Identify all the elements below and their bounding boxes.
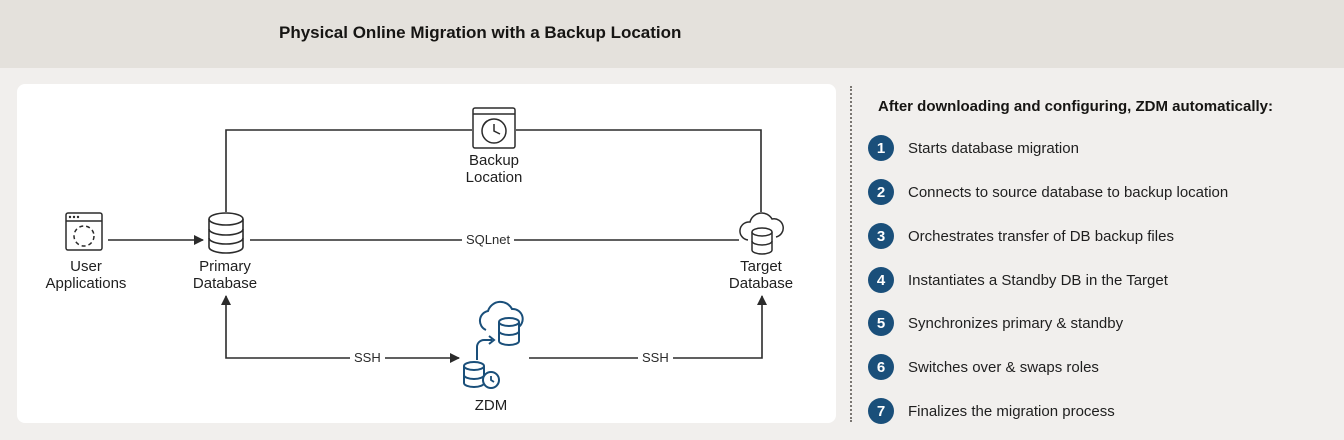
page-title: Physical Online Migration with a Backup … — [279, 23, 682, 42]
step-text: Orchestrates transfer of DB backup files — [908, 227, 1174, 245]
backup-label-line1: Backup — [468, 152, 520, 169]
window-dots-icon — [68, 215, 80, 219]
target-label-line1: Target — [740, 258, 782, 275]
panel-divider — [850, 86, 852, 422]
step-text: Starts database migration — [908, 139, 1079, 157]
zdm-icon — [463, 300, 524, 389]
step-number-badge: 6 — [868, 354, 894, 380]
backup-location-label: Backup Location — [455, 152, 533, 186]
primary-database-label: Primary Database — [180, 258, 270, 292]
target-database-icon — [739, 212, 784, 255]
primary-database-icon — [208, 212, 244, 254]
step-text: Switches over & swaps roles — [908, 358, 1099, 376]
architecture-diagram — [65, 107, 784, 389]
ssh-right-connector — [529, 295, 767, 359]
primary-label-line1: Primary — [199, 258, 251, 275]
header-bar: Physical Online Migration with a Backup … — [0, 0, 1344, 68]
steps-heading: After downloading and configuring, ZDM a… — [878, 98, 1273, 115]
ssh-left-connector — [221, 295, 458, 359]
step-text: Finalizes the migration process — [908, 402, 1115, 420]
step-text: Connects to source database to backup lo… — [908, 183, 1229, 201]
primary-label-line2: Database — [192, 275, 258, 292]
backup-target-connector — [516, 129, 762, 212]
user-apps-label-line2: Applications — [45, 275, 127, 292]
step-number-badge: 5 — [868, 310, 894, 336]
primary-backup-connector — [225, 129, 472, 212]
user-applications-label: User Applications — [36, 258, 136, 292]
step-item: 4 Instantiates a Standby DB in the Targe… — [868, 267, 1168, 293]
step-number-badge: 1 — [868, 135, 894, 161]
step-number-badge: 7 — [868, 398, 894, 424]
ssh-right-edge-label: SSH — [638, 350, 673, 365]
step-item: 1 Starts database migration — [868, 135, 1079, 161]
step-item: 7 Finalizes the migration process — [868, 398, 1115, 424]
step-item: 5 Synchronizes primary & standby — [868, 310, 1123, 336]
step-number-badge: 2 — [868, 179, 894, 205]
target-label-line2: Database — [728, 275, 794, 292]
backup-location-icon — [472, 107, 516, 149]
step-number-badge: 3 — [868, 223, 894, 249]
step-text: Instantiates a Standby DB in the Target — [908, 271, 1168, 289]
user-apps-label-line1: User — [70, 258, 102, 275]
user-applications-icon — [65, 212, 103, 251]
step-item: 6 Switches over & swaps roles — [868, 354, 1099, 380]
step-number-badge: 4 — [868, 267, 894, 293]
diagram-panel — [17, 84, 836, 423]
backup-label-line2: Location — [465, 169, 523, 186]
ssh-left-edge-label: SSH — [350, 350, 385, 365]
step-text: Synchronizes primary & standby — [908, 314, 1124, 332]
step-item: 2 Connects to source database to backup … — [868, 179, 1228, 205]
sqlnet-edge-label: SQLnet — [462, 232, 515, 247]
target-database-label: Target Database — [716, 258, 806, 292]
zdm-label: ZDM — [474, 397, 508, 414]
step-item: 3 Orchestrates transfer of DB backup fil… — [868, 223, 1174, 249]
